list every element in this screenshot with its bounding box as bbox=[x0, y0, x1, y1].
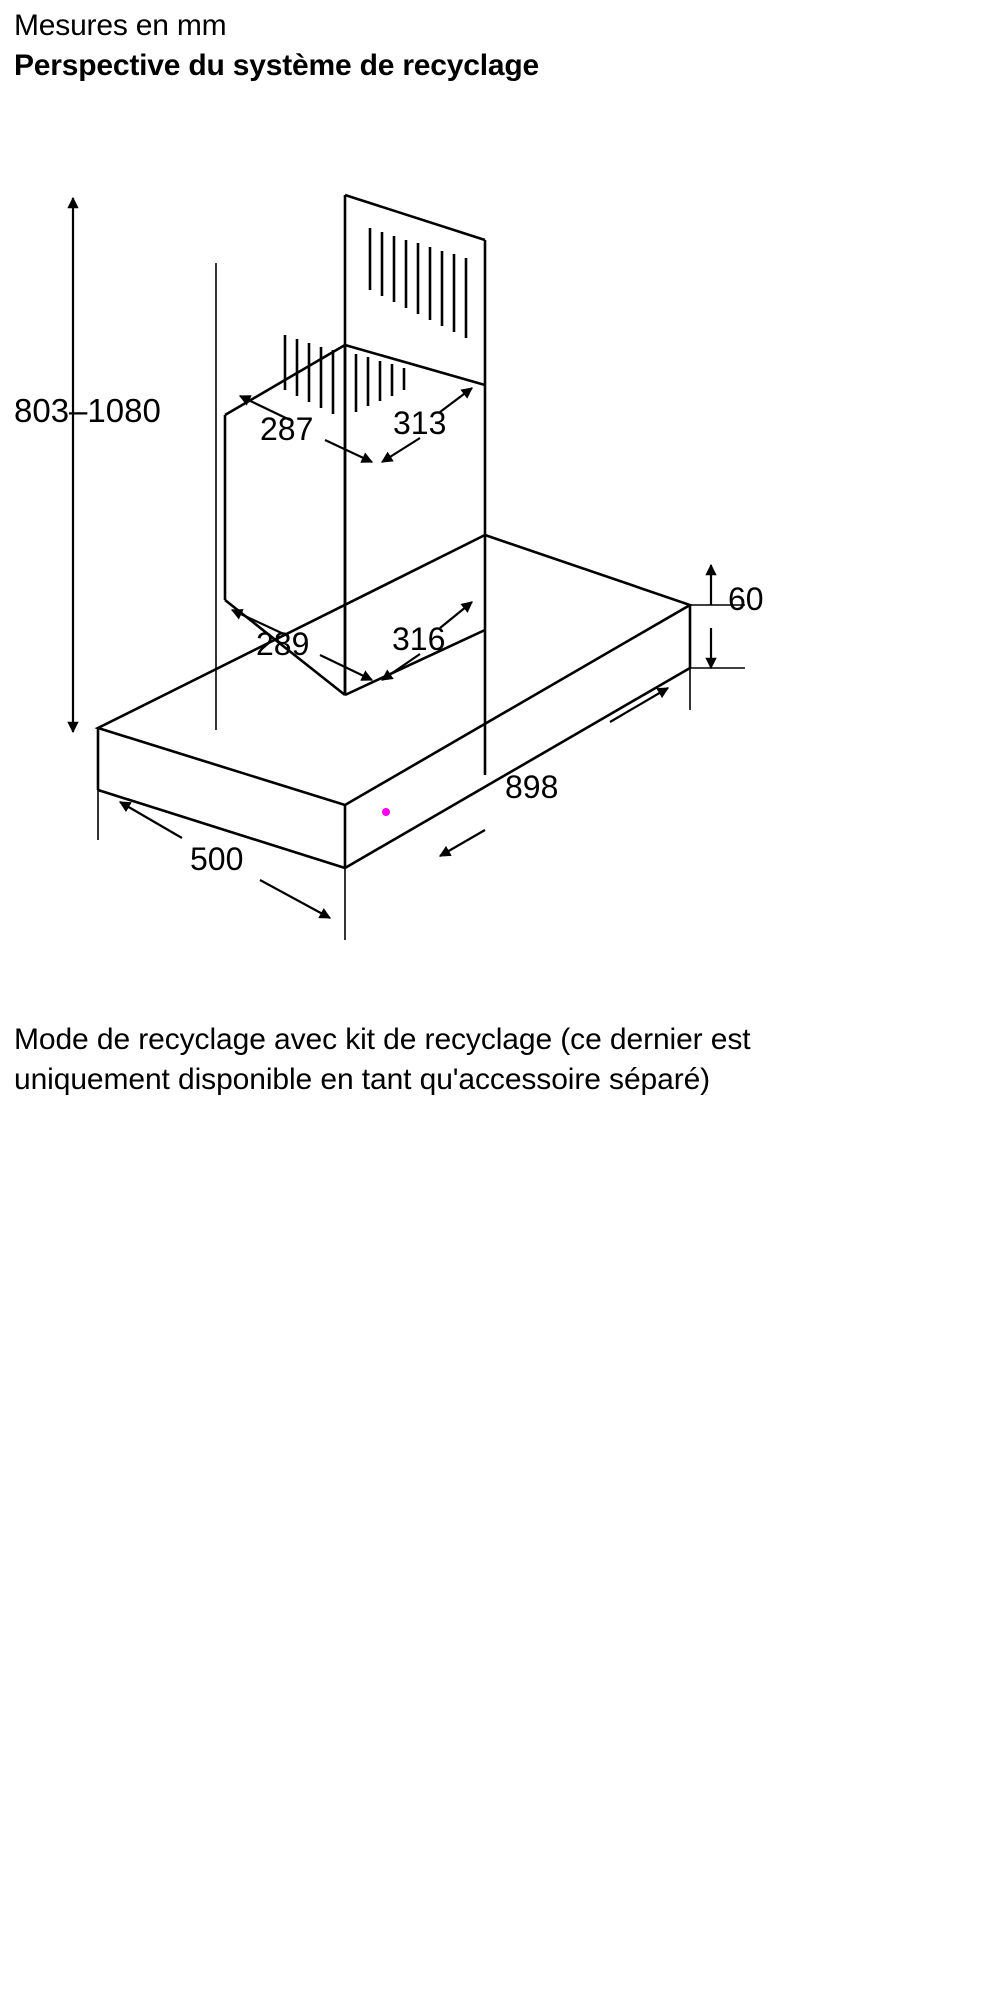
hood-isometric-svg: 803–1080 287 313 289 316 bbox=[14, 193, 764, 940]
canopy-top-face bbox=[94, 533, 694, 807]
dimension-label-500: 500 bbox=[190, 841, 243, 877]
dim-898-leader-right bbox=[609, 687, 669, 723]
dim-289-leader-right bbox=[319, 654, 374, 681]
reference-point-marker bbox=[382, 808, 390, 816]
dimension-label-height-range: 803–1080 bbox=[14, 392, 161, 429]
units-note: Mesures en mm bbox=[14, 9, 227, 42]
dimension-height-range: 803–1080 bbox=[14, 196, 161, 734]
dimension-canopy-thickness: 60 bbox=[690, 563, 764, 670]
dim-313-leader-right bbox=[439, 387, 473, 413]
dim-898-leader-left bbox=[439, 829, 486, 857]
canopy-front-left-bottom-edge bbox=[97, 788, 346, 870]
dimension-label-287: 287 bbox=[260, 411, 313, 447]
dimension-label-316: 316 bbox=[392, 621, 445, 657]
page-header: Mesures en mm Perspective du système de … bbox=[14, 6, 974, 86]
canopy-geometry bbox=[94, 533, 694, 870]
dimension-chimney-lower-left: 289 bbox=[230, 609, 374, 681]
dimension-label-60: 60 bbox=[728, 581, 764, 617]
dim-313-leader-left bbox=[381, 437, 421, 463]
upper-chimney-top-back-edge bbox=[344, 193, 486, 242]
dim-500-leader-left bbox=[119, 801, 183, 839]
dimension-chimney-lower-right: 316 bbox=[381, 601, 473, 681]
dim-316-leader-right bbox=[439, 601, 473, 629]
upper-chimney-bottom-right-edge bbox=[344, 628, 486, 697]
dimension-label-898: 898 bbox=[505, 769, 558, 805]
hood-geometry bbox=[223, 193, 487, 775]
dimension-label-289: 289 bbox=[256, 626, 309, 662]
technical-drawing: 803–1080 287 313 289 316 bbox=[0, 150, 1000, 970]
dim-500-leader-right bbox=[259, 879, 332, 919]
dim-287-leader-right bbox=[324, 439, 374, 463]
dim-316-leader-left bbox=[381, 653, 421, 681]
page-title: Perspective du système de recyclage bbox=[14, 49, 539, 82]
canopy-front-right-bottom-edge bbox=[344, 666, 691, 870]
dim-287-leader-left bbox=[238, 395, 291, 421]
dimension-chimney-upper-left: 287 bbox=[238, 395, 374, 463]
dimension-chimney-upper-right: 313 bbox=[381, 387, 473, 463]
dimension-canopy-depth: 500 bbox=[97, 790, 332, 919]
dimension-label-313: 313 bbox=[393, 405, 446, 441]
upper-chimney-top-right-slope bbox=[344, 343, 486, 387]
vent-grille-hatching bbox=[283, 228, 468, 414]
dim-289-leader-left bbox=[230, 609, 289, 637]
dimension-canopy-width: 898 bbox=[344, 668, 691, 940]
drawing-caption: Mode de recyclage avec kit de recyclage … bbox=[14, 1023, 751, 1096]
